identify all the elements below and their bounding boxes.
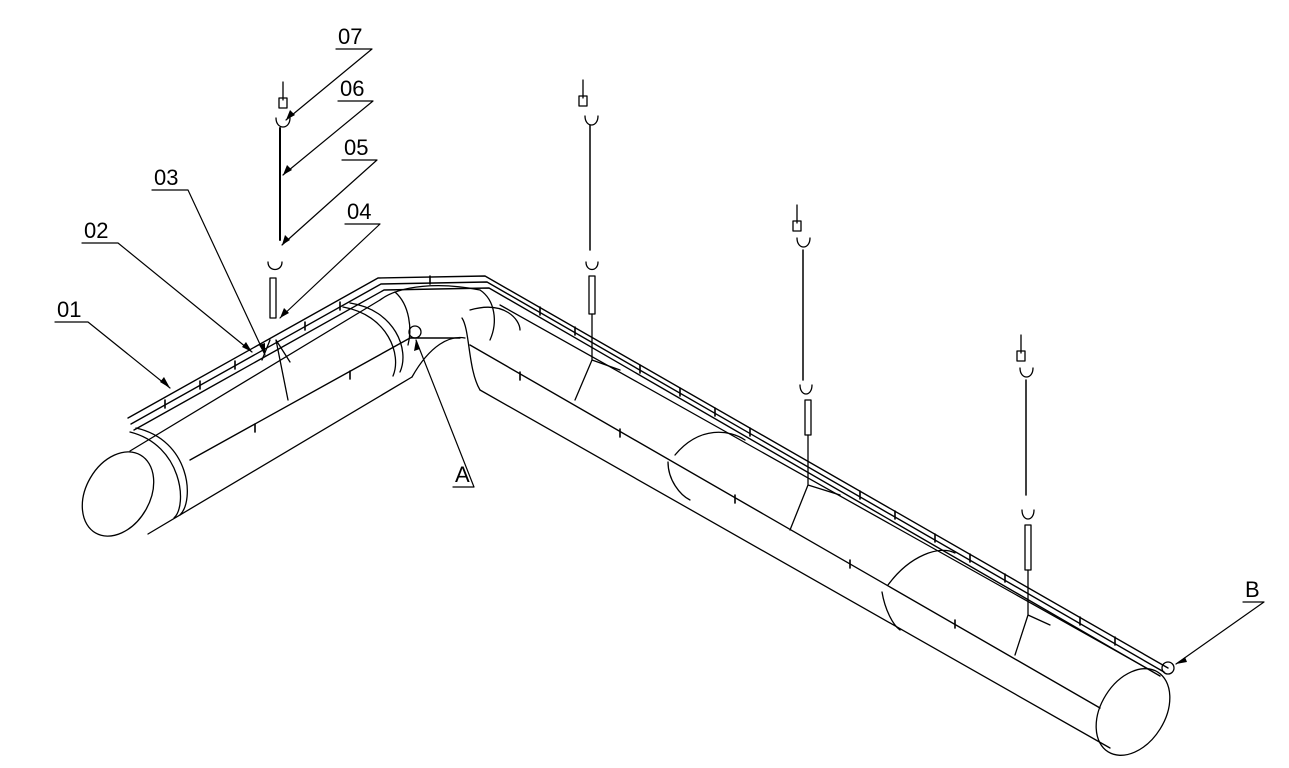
hanger-4 — [1014, 334, 1051, 656]
callout-label-06: 06 — [340, 76, 364, 101]
callout-arrowheads — [160, 110, 1187, 664]
detail-b-marker — [1161, 661, 1175, 675]
pipe-right-end-cap — [1095, 668, 1171, 756]
callout-label-b: B — [1245, 577, 1260, 602]
hanger-1 — [261, 81, 291, 401]
callout-label-a: A — [455, 462, 470, 487]
hanger-assemblies — [261, 79, 1051, 656]
callout-label-01: 01 — [57, 297, 81, 322]
callout-label-07: 07 — [338, 24, 362, 49]
callout-label-02: 02 — [84, 218, 108, 243]
callout-label-04: 04 — [347, 199, 371, 224]
pipe-left-end-cap — [81, 451, 155, 537]
hanger-2 — [574, 79, 621, 401]
callout-label-05: 05 — [344, 135, 368, 160]
callout-leaders — [54, 48, 1265, 665]
cable-tray-rail — [127, 275, 1169, 709]
callout-label-03: 03 — [154, 165, 178, 190]
hanger-3 — [789, 204, 841, 531]
detail-a-marker — [408, 325, 422, 339]
